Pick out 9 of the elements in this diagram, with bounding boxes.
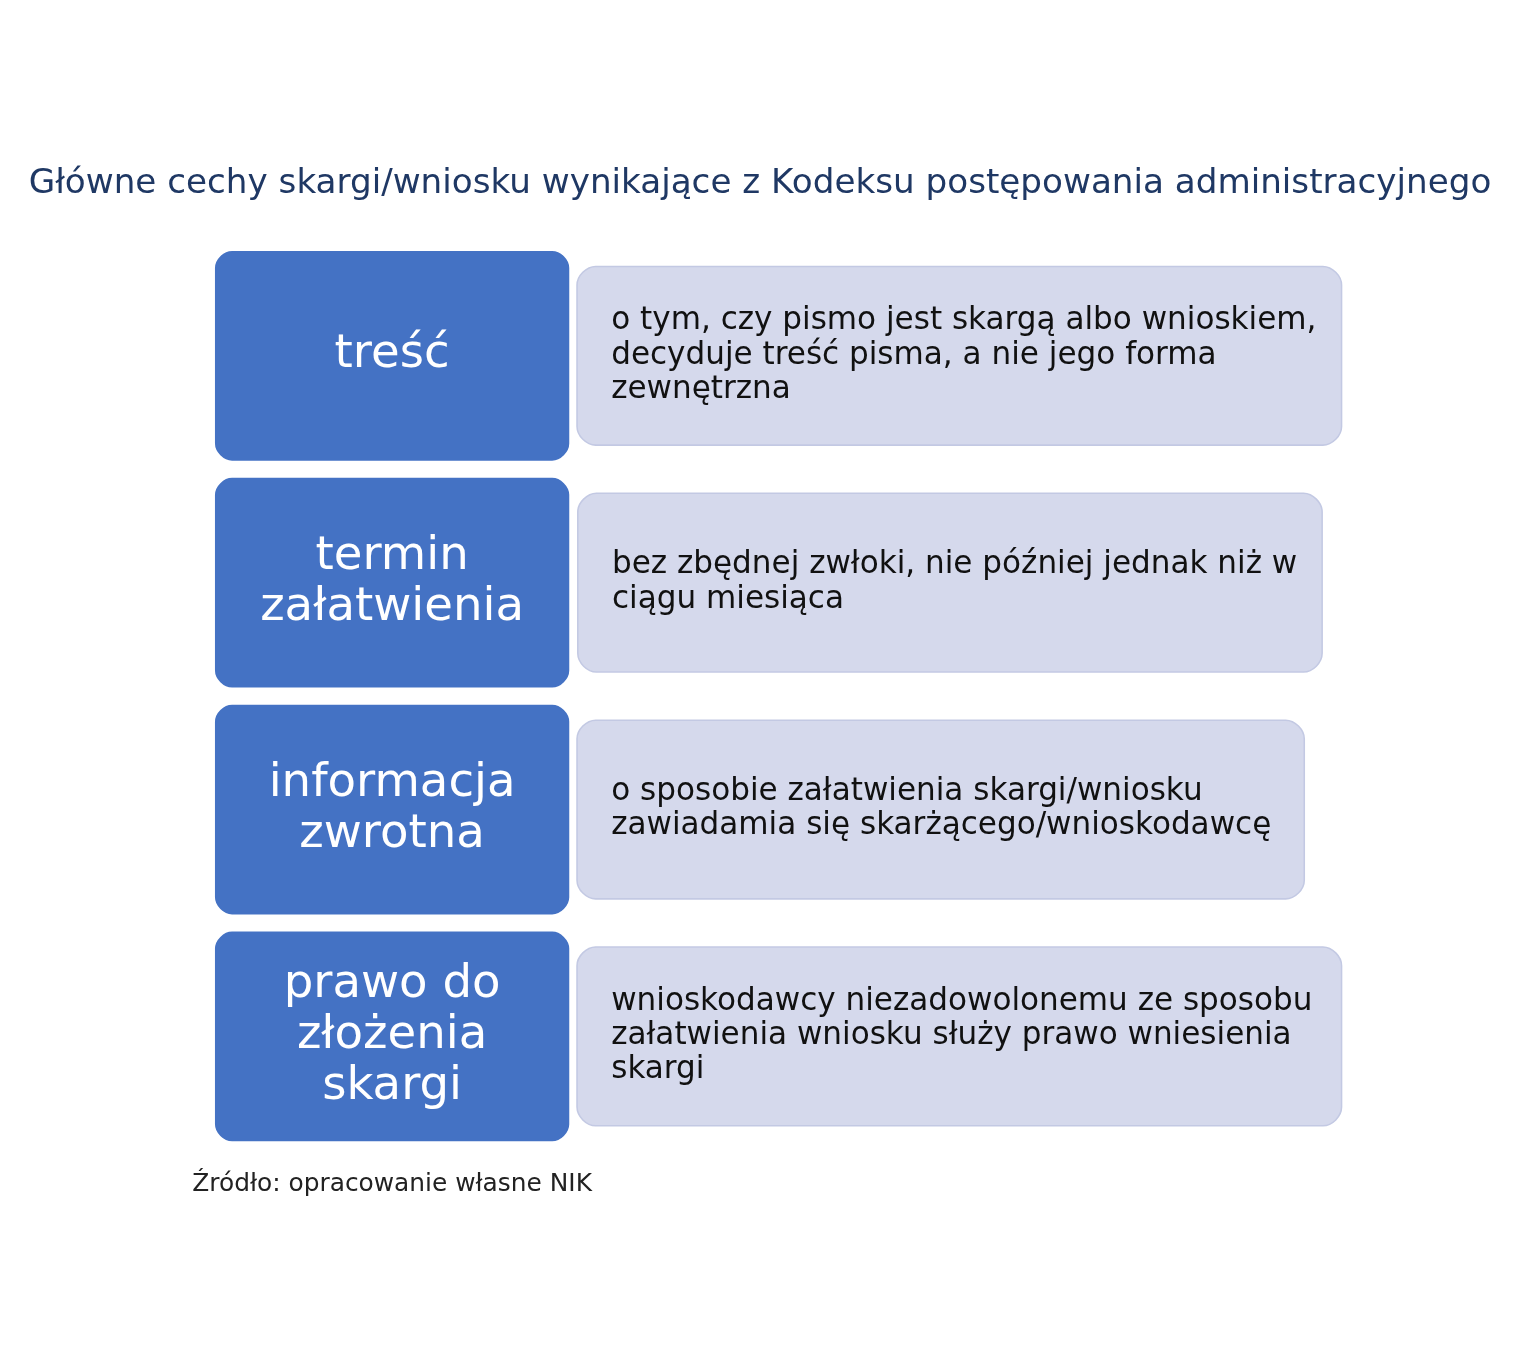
node-box: prawo do złożenia skargi [211,928,573,1145]
caption: Źródło: opracowanie własne NIK [192,1167,592,1197]
node-box: o sposobie załatwienia skargi/wniosku zawiadamia się skarżącego/wnioskodawcę [576,719,1306,900]
node-box: o tym, czy pismo jest skargą albo wnioskiem, decyduje treść pisma, a nie jego forma zewnętrzna [576,265,1343,446]
diagram-title: Główne cechy skargi/wniosku wynikające z Kodeksu postępowania administracyjnego [28,160,1492,201]
node-box: wnioskodawcy niezadowolonemu ze sposobu załatwienia wniosku służy prawo wniesienia skargi [576,946,1343,1127]
node-box: bez zbędnej zwłoki, nie później jednak niż w ciągu miesiąca [577,492,1323,673]
node-box: termin załatwienia [211,474,573,691]
node-box: informacja zwrotna [211,701,573,918]
